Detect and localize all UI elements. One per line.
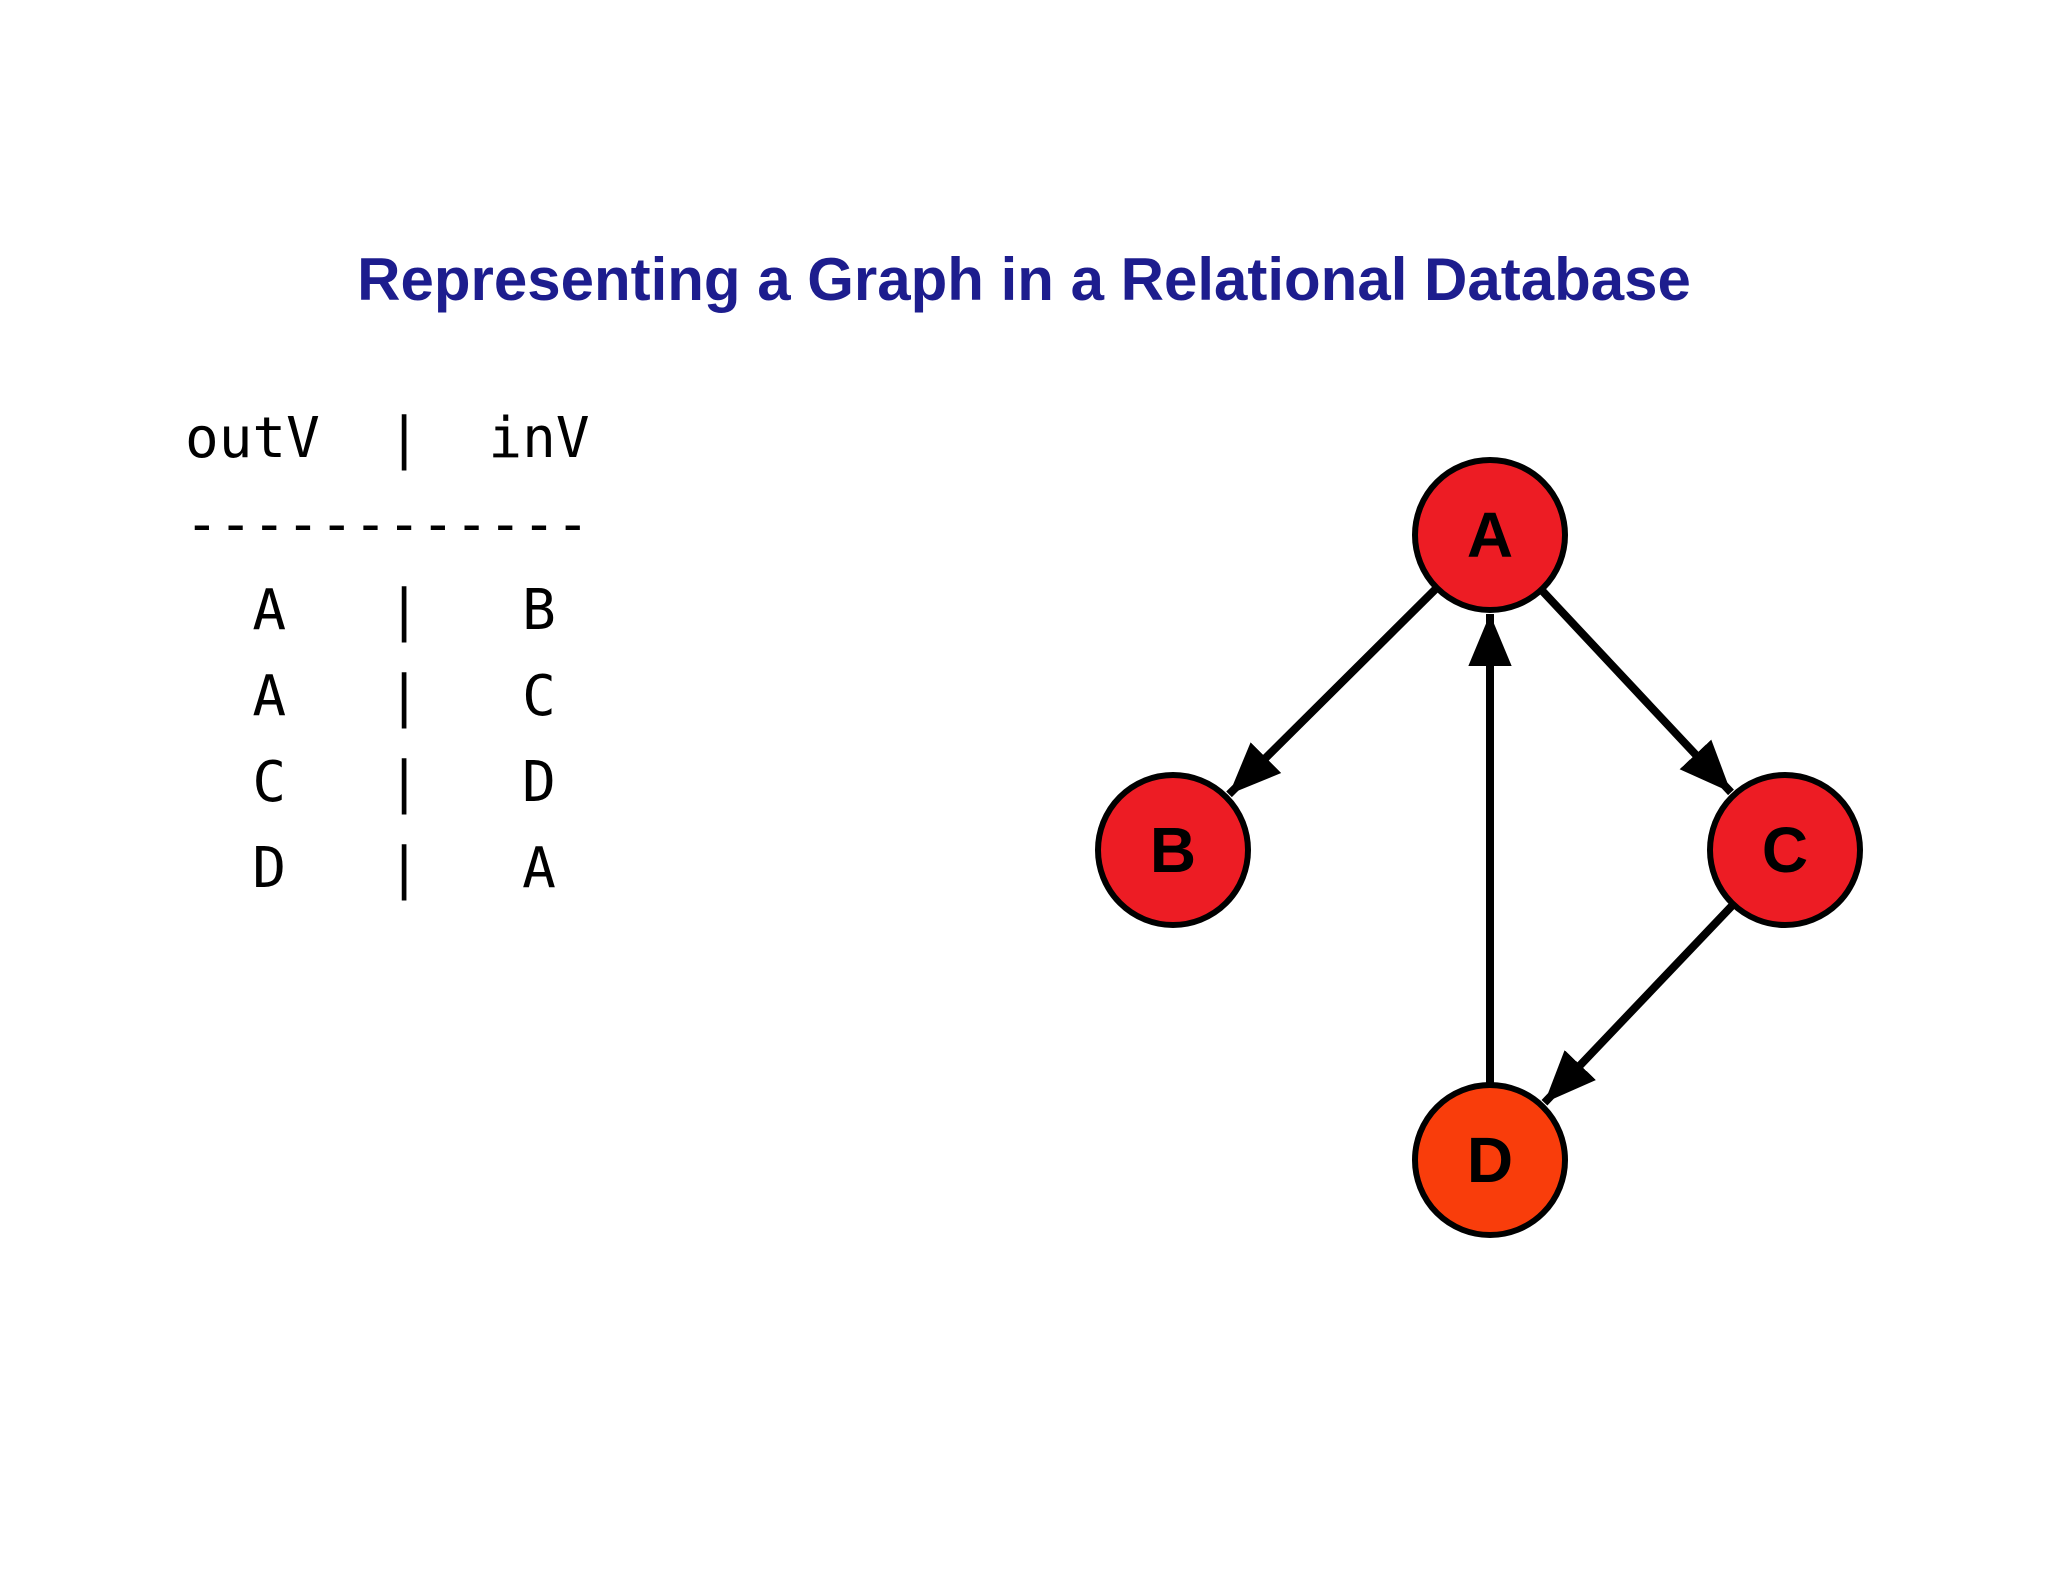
graph-node-label-A: A — [1467, 499, 1513, 571]
graph-edge-C-D — [1541, 901, 1737, 1106]
graph-node-label-C: C — [1762, 814, 1808, 886]
edge-table-row: A | B — [185, 578, 556, 643]
edge-table: outV | inV ------------ A | B A | C C | D… — [185, 396, 590, 912]
graph-node-label-D: D — [1467, 1124, 1513, 1196]
graph-node-C — [1707, 772, 1863, 928]
edge-table-row: D | A — [185, 836, 556, 901]
graph-nodes: A B C D — [1095, 457, 1863, 1238]
graph-node-label-B: B — [1150, 814, 1196, 886]
graph-edge-A-B — [1226, 585, 1440, 798]
graph-edge-A-C — [1538, 587, 1734, 796]
graph-node-A — [1412, 457, 1568, 613]
edge-table-row: C | D — [185, 750, 556, 815]
edge-table-row: A | C — [185, 664, 556, 729]
edge-table-separator: ------------ — [185, 492, 590, 557]
slide-title: Representing a Graph in a Relational Dat… — [357, 246, 1691, 313]
edge-table-header: outV | inV — [185, 406, 590, 471]
graph-node-D — [1412, 1082, 1568, 1238]
graph-node-B — [1095, 772, 1251, 928]
graph-edges — [1226, 585, 1737, 1106]
